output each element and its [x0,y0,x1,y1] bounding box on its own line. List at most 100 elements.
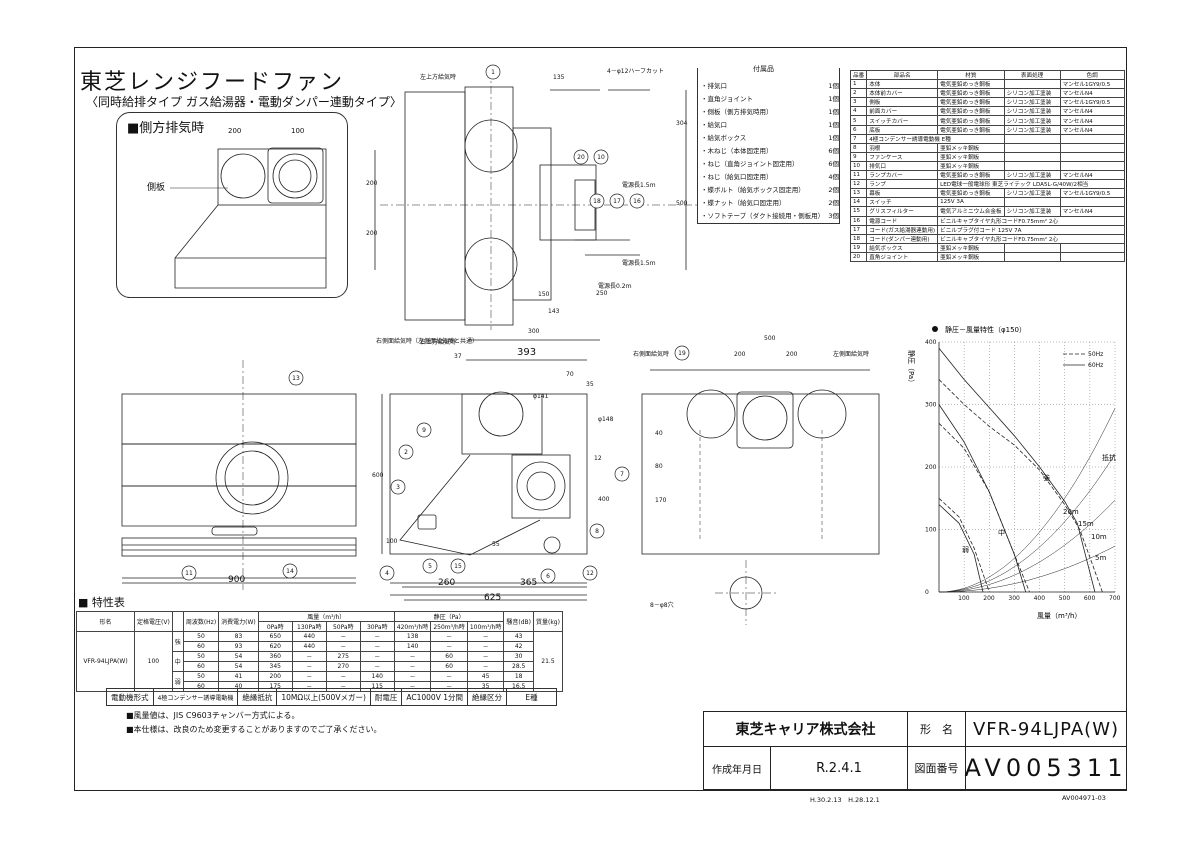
company-name: 東芝キャリア株式会社 [703,711,908,747]
dim-37: 37 [454,353,462,360]
right-side-note: 右側面給気時（左側面給気時と共通） [376,338,479,345]
label-10m: 10m [1091,533,1107,541]
svg-text:16: 16 [633,198,641,205]
header-cell: 130Pa時 [291,621,327,632]
motor-spec-table: 電動機形式 4極コンデンサー誘導電動機 絶縁抵抗 10MΩ以上(500Vメガー)… [106,688,557,706]
svg-text:4: 4 [385,570,389,577]
note-2: ■本仕様は、改良のため変更することがありますのでご了承ください。 [126,725,382,734]
side-exhaust-inset: ■側方排気時 [116,112,348,298]
drawing-no-value: AV005311 [965,746,1127,790]
resistance-curve [939,545,1116,593]
header-cell: 周波数(Hz) [182,611,220,632]
accessories-title: 付属品 [750,64,777,74]
voltage-cell: 100 [134,631,173,692]
header-cell: 250m³/h時 [430,621,468,632]
x-tick-label: 300 [1008,595,1020,602]
drawing-frame [74,47,1127,791]
dim-35: 35 [586,381,594,388]
cable-2: 電源長1.5ｍ [622,260,656,267]
class-label: 絶縁区分 [466,688,507,706]
legend-label: 60Hz [1088,362,1103,369]
dim-135: 135 [553,74,565,81]
dim-40: 40 [655,430,663,437]
header-cell: 420m³/h時 [393,621,432,632]
dim-200: 200 [228,127,242,135]
x-tick-label: 600 [1084,595,1096,602]
header-cell: 50Pa時 [325,621,361,632]
hole-note-2: 8－φ8穴 [650,602,674,609]
y-tick-label: 200 [925,464,937,471]
x-tick-label: 200 [983,595,995,602]
svg-text:11: 11 [185,570,193,577]
y-tick-label: 100 [925,527,937,534]
label-strong: 強 [1043,474,1050,482]
accessory-item: ・蝶ナット（給気口固定用）2個 [701,199,839,207]
dim-625: 625 [484,593,502,603]
dim-260: 260 [438,578,456,588]
accessory-item: ・ソフトテープ（ダクト接続用・側板用）3個 [701,212,839,220]
y-tick-label: 400 [925,339,937,346]
x-tick-label: 400 [1034,595,1046,602]
svg-text:20: 20 [577,154,585,161]
cable-3: 電源長0.2ｍ [598,283,632,290]
parts-header-row: 品番 部品名 材質 表面処理 色調 [849,69,1125,81]
top-exhaust-right: 右上方給気時 [420,339,457,346]
dim-12: 12 [594,455,602,462]
notch-cell: 強 [171,631,184,652]
header-cell: 100m³/h時 [466,621,505,632]
label-mid: 中 [998,528,1005,537]
right-side-label: 右側面給気時 [633,351,670,358]
y-tick-label: 0 [925,589,929,596]
label-15m: 15m [1078,520,1094,528]
chart-ylabel: 静圧（Pa） [907,350,916,386]
drawing-title: 東芝レンジフードファン [80,70,345,95]
note-1: ■風量値は、JIS C9603チャンバー方式による。 [126,711,300,720]
side-exhaust-label: ■側方排気時 [127,121,205,136]
x-tick-label: 500 [1059,595,1071,602]
dim-393: 393 [517,347,537,358]
svg-text:10: 10 [597,154,605,161]
dim-100: 100 [291,127,305,135]
model-cell: VFR-94LJPA(W) [76,631,135,692]
svg-text:12: 12 [586,570,594,577]
svg-text:8: 8 [595,528,599,535]
date-label: 作成年月日 [703,746,771,790]
dim-148: φ148 [598,416,614,423]
dim-143: 143 [548,308,560,315]
dim-300: 300 [528,328,540,335]
accessory-item: ・ねじ（給気口固定用）4個 [701,173,839,181]
insulation-value: 10MΩ以上(500Vメガー) [276,688,371,706]
dim-100: 100 [386,538,398,545]
resistance-curve [938,408,1116,593]
insulation-label: 絶縁抵抗 [237,688,278,706]
svg-text:15: 15 [454,563,462,570]
dim-304: 304 [676,120,688,127]
revision-dates: H.30.2.13 H.28.12.1 [810,796,880,804]
svg-text:1: 1 [491,69,495,76]
svg-text:6: 6 [546,573,550,580]
series-line-60Hz [938,348,1096,593]
dim-250: 250 [596,290,608,297]
svg-text:19: 19 [678,350,686,357]
table-row: 電動機形式 4極コンデンサー誘導電動機 絶縁抵抗 10MΩ以上(500Vメガー)… [106,688,557,706]
label-5m: 5m [1095,554,1106,562]
dim-600: 600 [372,472,384,479]
dim-200-back-a: 200 [734,351,746,358]
spec-table: 形名 定格電圧(V) 周波数(Hz) 消費電力(W) 風量（m³/h） 静圧（P… [76,611,563,692]
